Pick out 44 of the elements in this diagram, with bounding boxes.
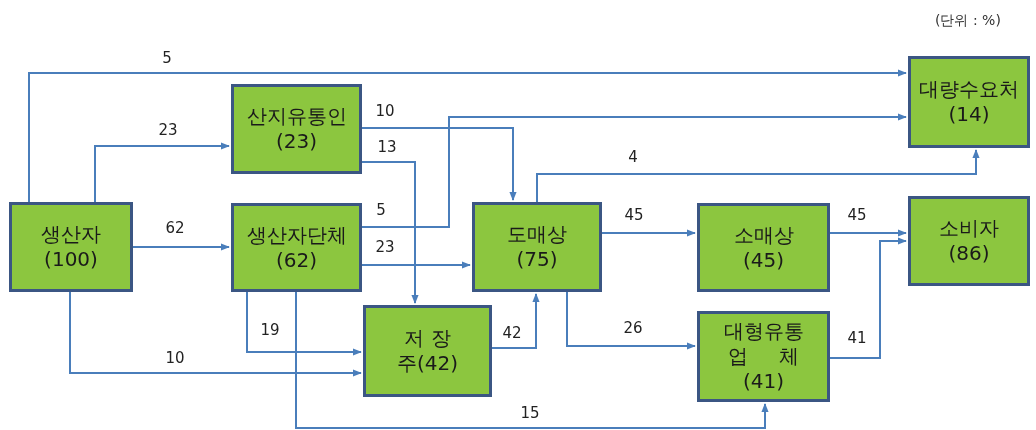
box-value: (45)	[742, 247, 785, 273]
arrow	[566, 291, 696, 350]
arrow	[536, 149, 980, 203]
arrow	[601, 229, 696, 237]
process-box	[908, 56, 1030, 148]
arrow	[361, 127, 517, 201]
process-box	[363, 305, 492, 397]
box-value: (62)	[275, 247, 318, 273]
box-label: 대형유통 업 체	[722, 319, 805, 369]
process-box	[231, 84, 362, 174]
box-label: 소매상	[733, 222, 794, 248]
box-value: (100)	[44, 247, 98, 272]
arrow	[94, 142, 230, 203]
unit-note: (단위 : %)	[935, 12, 1001, 30]
arrow	[829, 237, 907, 359]
box-value: 주(42)	[396, 351, 459, 376]
process-box	[697, 311, 830, 402]
arrow	[491, 293, 540, 349]
arrow	[829, 229, 907, 237]
box-value: (14)	[948, 102, 990, 127]
process-box	[9, 202, 133, 292]
arrow	[361, 113, 907, 228]
arrow	[246, 291, 362, 356]
box-label: 소비자	[939, 216, 999, 241]
box-value: (86)	[948, 241, 990, 266]
box-label: 대량수요처	[919, 77, 1019, 102]
box-value: (23)	[275, 129, 318, 154]
arrow	[361, 161, 419, 304]
arrow	[132, 243, 230, 251]
box-value: (75)	[516, 247, 558, 272]
arrow	[69, 291, 362, 377]
box-label: 도매상	[507, 222, 567, 247]
box-label: 생산자	[41, 222, 101, 247]
arrow	[28, 69, 907, 203]
process-box	[472, 202, 602, 292]
arrow	[361, 261, 471, 269]
box-label: 저 장	[404, 326, 451, 351]
box-value: (41)	[742, 369, 785, 394]
process-box	[908, 196, 1030, 286]
process-box	[697, 203, 830, 292]
arrow	[295, 291, 769, 429]
box-label: 산지유통인	[246, 104, 347, 129]
process-box	[231, 203, 362, 292]
box-label: 생산자단체	[246, 222, 347, 248]
